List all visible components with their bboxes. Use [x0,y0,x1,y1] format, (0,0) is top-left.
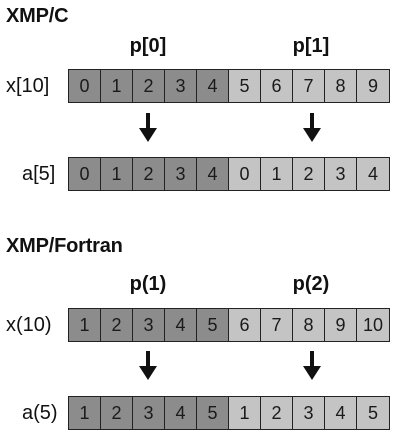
section-title-xmp-fortran: XMP/Fortran [6,235,123,257]
array-cell: 1 [261,158,293,190]
array-cell: 1 [229,397,261,429]
array-cell: 6 [229,309,261,341]
array-cell: 9 [325,309,357,341]
array-cell: 4 [197,158,229,190]
source-array-label: x(10) [6,314,52,336]
proc-label-p1: p(1) [129,273,167,295]
array-cell: 9 [357,70,389,102]
array-cell: 4 [165,397,197,429]
array-cell: 3 [325,158,357,190]
array-cell: 4 [165,309,197,341]
array-cell: 4 [197,70,229,102]
array-cell: 5 [357,397,389,429]
array-cell: 2 [133,158,165,190]
down-arrow-icon [303,113,321,142]
down-arrow-icon [303,351,321,380]
array-cell: 2 [101,309,133,341]
array-cell: 3 [133,309,165,341]
array-cell: 8 [325,70,357,102]
array-cell: 2 [133,70,165,102]
array-cell: 2 [293,158,325,190]
array-cell: 6 [261,70,293,102]
array-cell: 1 [101,158,133,190]
array-cell: 1 [69,309,101,341]
source-array-cells: 1 2 3 4 5 6 7 8 9 10 [68,308,390,342]
proc-label-p0: p[0] [129,35,167,57]
array-cell: 3 [293,397,325,429]
array-cell: 1 [69,397,101,429]
target-array-cells: 0 1 2 3 4 0 1 2 3 4 [68,157,390,191]
array-cell: 7 [293,70,325,102]
down-arrow-icon [139,113,157,142]
source-array-cells: 0 1 2 3 4 5 6 7 8 9 [68,69,390,103]
proc-label-p1: p[1] [292,35,330,57]
target-array-label: a(5) [22,402,58,424]
array-cell: 3 [165,70,197,102]
array-cell: 1 [101,70,133,102]
array-cell: 3 [165,158,197,190]
array-cell: 0 [69,158,101,190]
array-cell: 4 [325,397,357,429]
array-cell: 3 [133,397,165,429]
section-title-xmp-c: XMP/C [6,5,69,27]
array-cell: 4 [357,158,389,190]
array-cell: 10 [357,309,389,341]
source-array-label: x[10] [6,75,50,97]
array-cell: 5 [197,397,229,429]
target-array-label: a[5] [22,163,56,185]
array-cell: 7 [261,309,293,341]
array-cell: 5 [229,70,261,102]
target-array-cells: 1 2 3 4 5 1 2 3 4 5 [68,396,390,430]
proc-label-p2: p(2) [292,273,330,295]
array-cell: 2 [101,397,133,429]
array-cell: 0 [229,158,261,190]
array-cell: 8 [293,309,325,341]
down-arrow-icon [139,351,157,380]
array-cell: 5 [197,309,229,341]
array-cell: 0 [69,70,101,102]
array-cell: 2 [261,397,293,429]
